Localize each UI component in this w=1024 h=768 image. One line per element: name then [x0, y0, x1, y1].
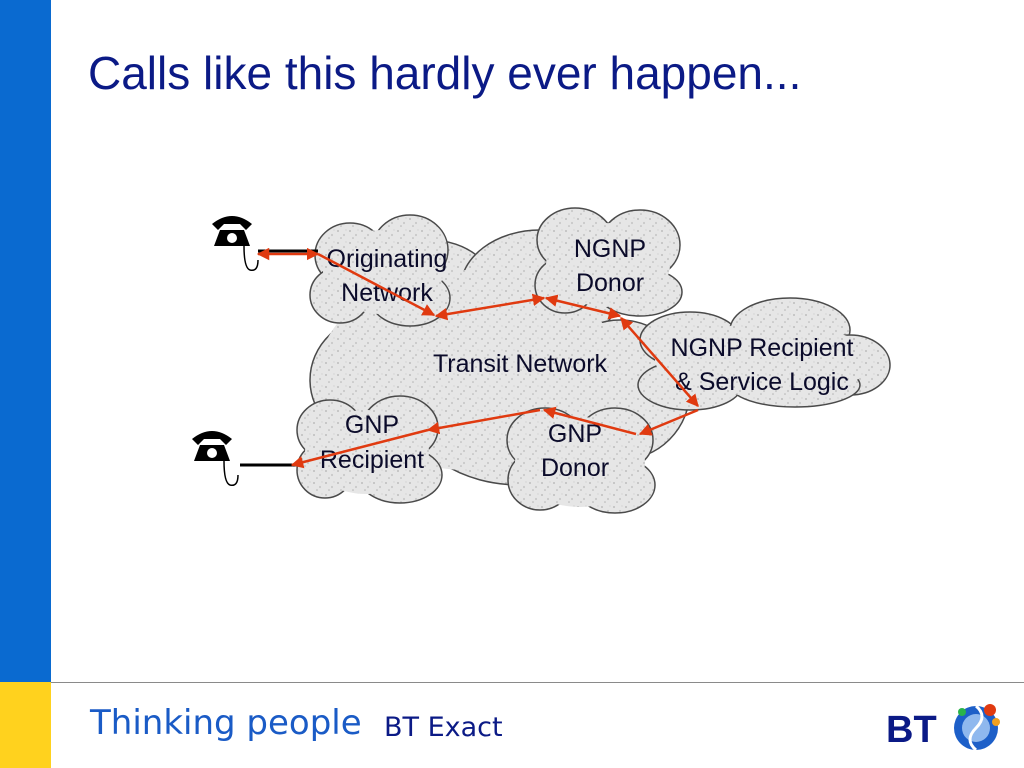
ngnp-recipient-line2: & Service Logic — [675, 368, 849, 396]
bt-globe-icon — [954, 704, 1000, 752]
bt-logo: BT — [886, 704, 1000, 752]
arrow-ngnpdonor-recipient — [620, 317, 699, 407]
gnp-recipient-cloud — [296, 395, 443, 504]
network-diagram: Transit Network Originating Network NGNP… — [192, 207, 891, 514]
arrow-gnpdonor-gnprecipient — [426, 408, 541, 435]
footer-brand: BT Exact — [384, 712, 503, 743]
gnp-recipient-line1: GNP — [345, 411, 399, 439]
telephone-icon-top — [212, 216, 259, 272]
arrow-origin-outflow — [317, 252, 436, 317]
arrow-gnpdonor-inner — [542, 406, 637, 436]
telephone-icon-bottom — [192, 431, 239, 487]
ngnp-donor-line2: Donor — [576, 269, 644, 297]
gnp-recipient-line2: Recipient — [320, 446, 424, 474]
arrow-gnprecipient-phone — [290, 428, 429, 469]
call-route — [256, 247, 699, 469]
arrow-recipient-gnpdonor — [638, 408, 699, 436]
gnp-donor-line1: GNP — [548, 420, 602, 448]
ngnp-donor-line1: NGNP — [574, 235, 646, 263]
footer-tagline: Thinking people — [90, 703, 362, 743]
originating-network-cloud — [309, 214, 451, 327]
side-bar-yellow — [0, 682, 51, 768]
slide-title: Calls like this hardly ever happen... — [88, 47, 802, 99]
bt-logo-text: BT — [886, 709, 937, 751]
footer-divider — [51, 682, 1024, 683]
gnp-donor-line2: Donor — [541, 454, 609, 482]
transit-network-label: Transit Network — [433, 350, 608, 378]
side-bar-blue — [0, 0, 51, 682]
arrow-origin-ngnpdonor — [434, 293, 546, 321]
ngnp-recipient-cloud — [637, 297, 891, 411]
gnp-donor-cloud — [506, 407, 656, 514]
ngnp-recipient-line1: NGNP Recipient — [671, 334, 854, 362]
originating-network-line2: Network — [341, 279, 433, 307]
arrow-ngnpdonor-inner — [544, 294, 622, 320]
